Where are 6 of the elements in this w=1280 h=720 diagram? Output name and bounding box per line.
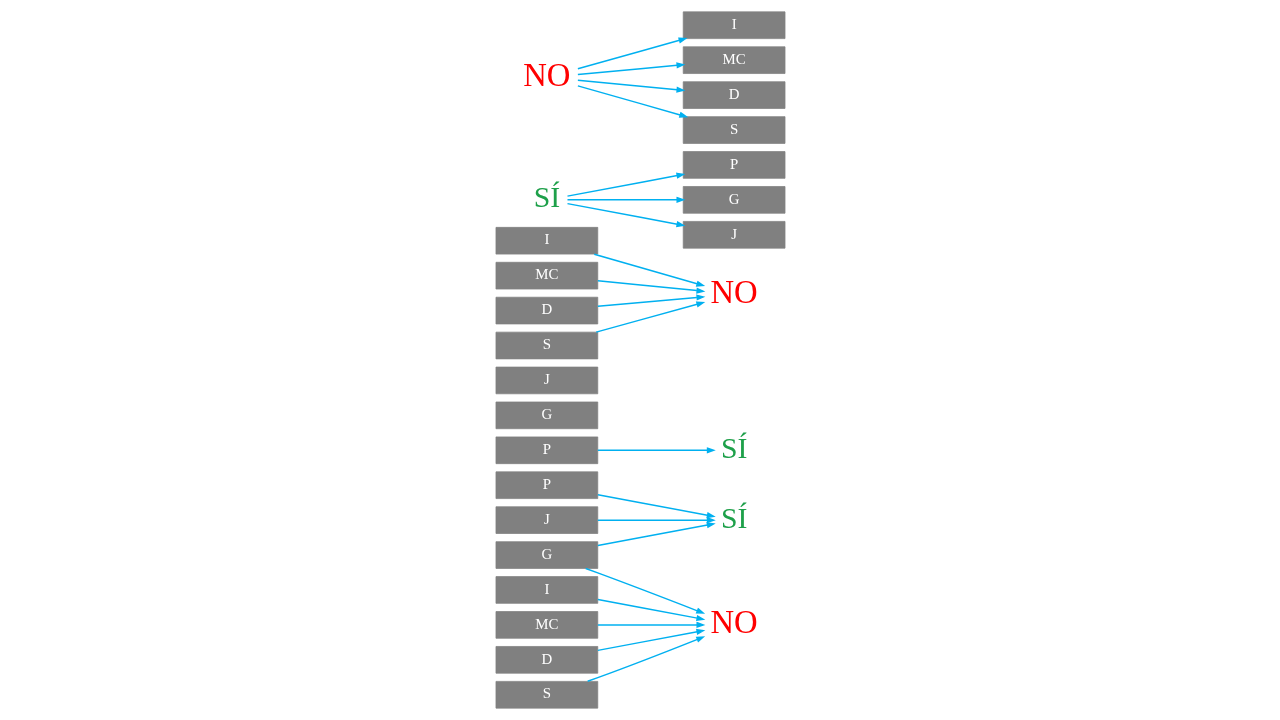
node-text: NO xyxy=(522,56,570,93)
node-text: NO xyxy=(710,273,758,310)
node-text: SÍ xyxy=(720,501,747,534)
node-text: NO xyxy=(710,604,758,641)
node-text: SÍ xyxy=(720,431,747,464)
node-text: SÍ xyxy=(533,181,560,214)
